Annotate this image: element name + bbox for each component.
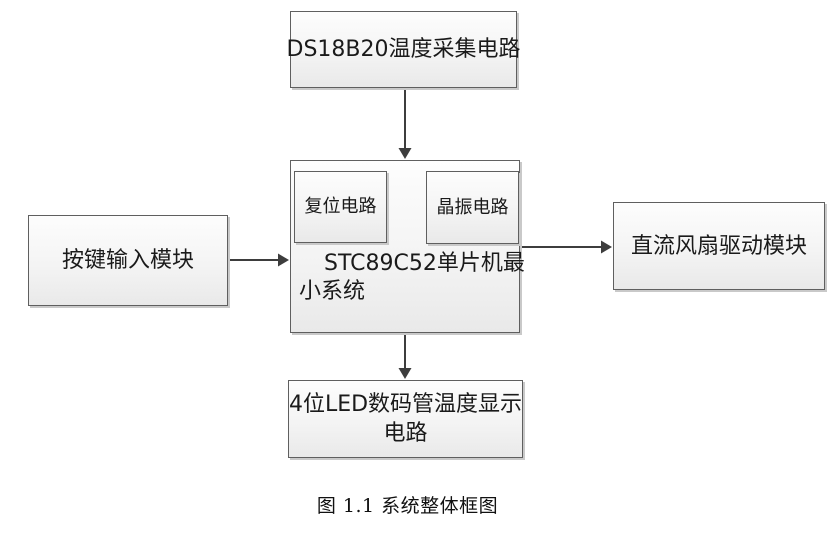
node-crystal-circuit-label: 晶振电路 (436, 196, 509, 218)
node-reset-circuit: 复位电路 (294, 171, 387, 243)
figure-caption: 图 1.1 系统整体框图 (316, 495, 499, 517)
node-fan-driver-label: 直流风扇驱动模块 (630, 233, 807, 259)
arrowhead-right-icon (601, 240, 612, 254)
node-key-input: 按键输入模块 (28, 215, 228, 306)
connector-temp-sensor-to-mcu (398, 88, 412, 159)
node-mcu-system-label: STC89C52单片机最 小系统 (291, 250, 525, 306)
connector-mcu-to-fan-driver (520, 240, 612, 254)
node-mcu-system-label-line2: 小系统 (299, 279, 366, 304)
node-temp-sensor: DS18B20温度采集电路 (287, 11, 521, 88)
node-fan-driver: 直流风扇驱动模块 (613, 202, 825, 290)
node-temp-sensor-label: DS18B20温度采集电路 (286, 37, 521, 62)
arrowhead-down-icon (398, 148, 412, 159)
node-led-display-label-line1: 4位LED数码管温度显示 (288, 392, 523, 417)
node-mcu-system: 复位电路 晶振电路 STC89C52单片机最 小系统 (290, 160, 525, 333)
node-crystal-circuit: 晶振电路 (426, 171, 519, 244)
node-reset-circuit-label: 复位电路 (304, 196, 377, 217)
connector-key-input-to-mcu (228, 253, 289, 267)
node-key-input-label: 按键输入模块 (61, 248, 194, 273)
node-led-display: 4位LED数码管温度显示 电路 (288, 380, 523, 458)
arrowhead-right-icon (278, 253, 289, 267)
node-led-display-label-line2: 电路 (383, 421, 428, 446)
connector-mcu-to-led-display (398, 333, 412, 379)
arrowhead-down-icon (398, 368, 412, 379)
node-mcu-system-label-line1: STC89C52单片机最 (324, 251, 525, 276)
